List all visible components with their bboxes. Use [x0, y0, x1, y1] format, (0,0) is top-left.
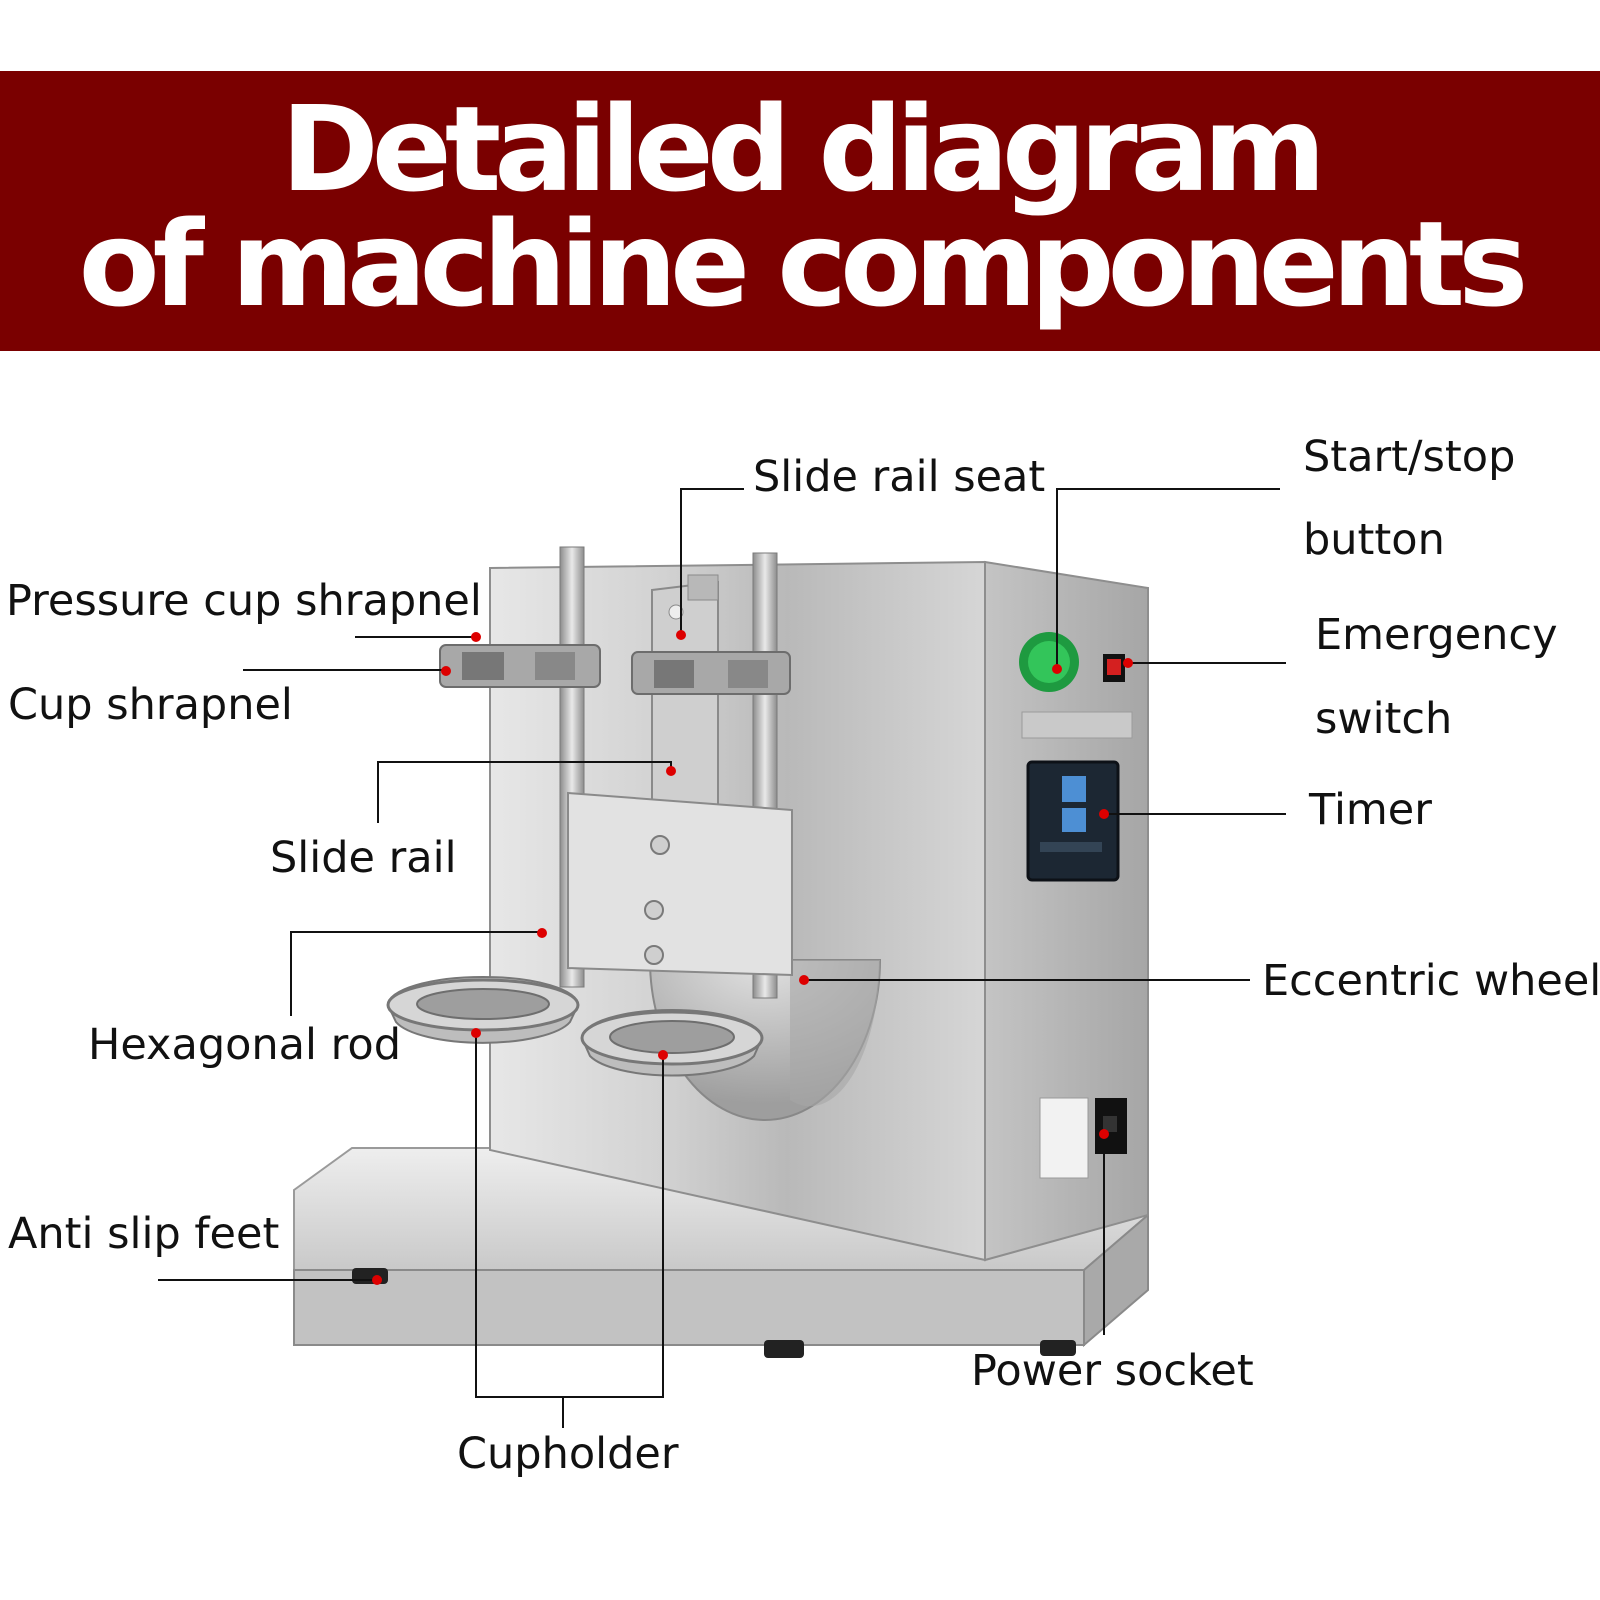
- marker-dots: [372, 630, 1133, 1285]
- label-start-stop-line2: button: [1303, 515, 1445, 565]
- label-emergency-line2: switch: [1315, 694, 1453, 744]
- marker-anti-slip: [372, 1275, 382, 1285]
- machine-illustration: [158, 488, 1286, 1428]
- marker-slide-rail: [666, 766, 676, 776]
- warning-sticker: [1039, 1097, 1089, 1179]
- label-timer: Timer: [1309, 785, 1432, 835]
- marker-pressure-cup: [471, 632, 481, 642]
- label-eccentric-wheel: Eccentric wheel: [1262, 956, 1600, 1006]
- marker-timer: [1099, 809, 1109, 819]
- label-start-stop-line1: Start/stop: [1303, 432, 1516, 482]
- label-hexagonal-rod: Hexagonal rod: [88, 1020, 401, 1070]
- marker-emergency: [1123, 658, 1133, 668]
- marker-start-stop: [1052, 664, 1062, 674]
- timer-display[interactable]: [1026, 760, 1120, 882]
- label-emergency-line1: Emergency: [1315, 610, 1558, 660]
- label-slide-rail: Slide rail: [270, 833, 457, 883]
- eccentric-wheel: [648, 959, 882, 1121]
- power-socket[interactable]: [1095, 1098, 1127, 1154]
- marker-eccentric: [799, 975, 809, 985]
- marker-power: [1099, 1129, 1109, 1139]
- title-line-2: of machine components: [78, 195, 1529, 333]
- label-cup-shrapnel: Cup shrapnel: [8, 680, 293, 730]
- emergency-switch[interactable]: [1103, 654, 1125, 682]
- title-banner: [0, 71, 1600, 351]
- label-power-socket: Power socket: [971, 1346, 1254, 1396]
- marker-cupholder-left: [471, 1028, 481, 1038]
- cupholders: [386, 976, 764, 1077]
- marker-slide-rail-seat: [676, 630, 686, 640]
- marker-cupholder-right: [658, 1050, 668, 1060]
- label-anti-slip-feet: Anti slip feet: [8, 1209, 280, 1259]
- label-cupholder: Cupholder: [457, 1429, 679, 1479]
- label-pressure-cup-shrapnel: Pressure cup shrapnel: [6, 576, 482, 626]
- label-slide-rail-seat: Slide rail seat: [753, 452, 1046, 502]
- marker-hex-rod: [537, 928, 547, 938]
- title-line-1: Detailed diagram: [280, 80, 1326, 218]
- marker-cup-shrapnel: [441, 666, 451, 676]
- slide-rail: [567, 791, 793, 977]
- cup-shrapnel-clamps: [439, 644, 791, 695]
- label-plate: [1021, 711, 1133, 739]
- start-stop-button[interactable]: [1019, 632, 1079, 692]
